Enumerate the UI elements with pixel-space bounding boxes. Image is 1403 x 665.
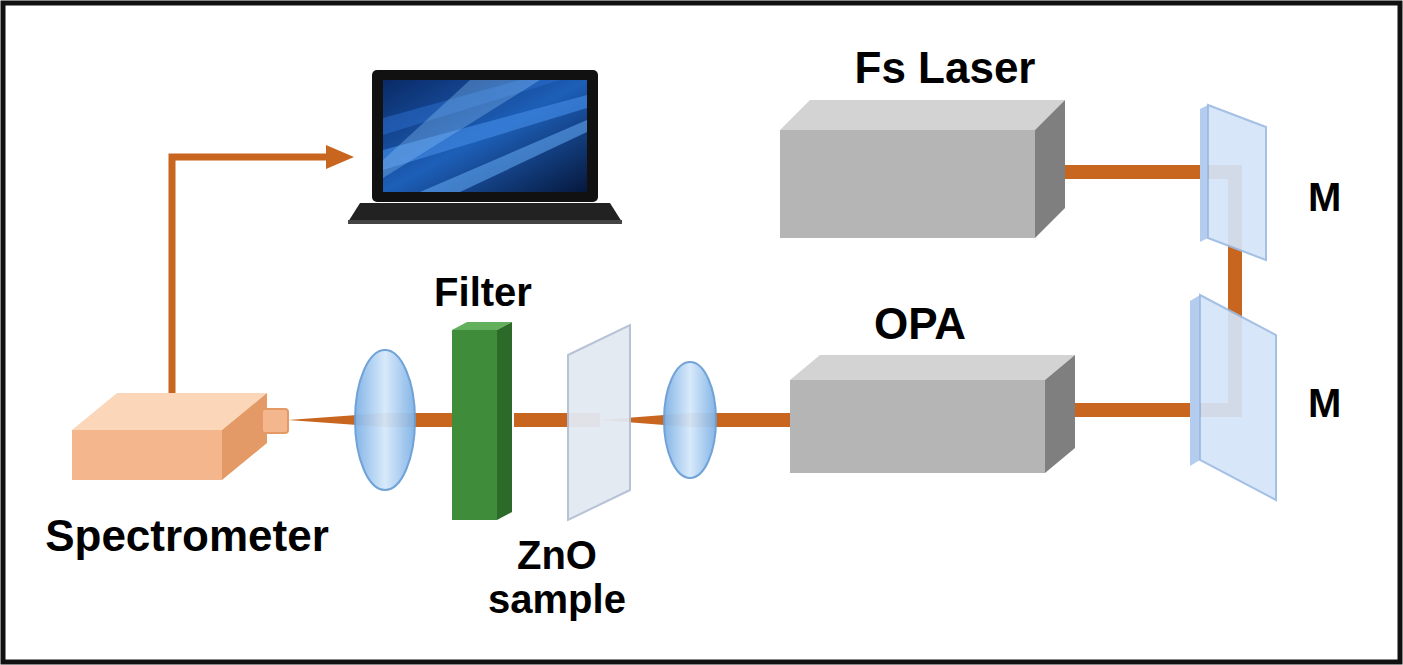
mirror-shape: [1200, 105, 1270, 260]
lens: [664, 362, 716, 478]
lens: [355, 350, 415, 490]
sample-plate-shape: [568, 325, 632, 520]
part-label: Spectrometer: [45, 512, 329, 560]
part-label: Filter: [434, 270, 532, 314]
filter-plate-shape: [452, 322, 514, 520]
opa-box: OPA: [790, 355, 1075, 475]
mirror-shape: [1190, 295, 1280, 500]
sample-plate: ZnO sample: [568, 325, 632, 520]
part-label: M: [1308, 175, 1341, 219]
part-label: ZnO sample: [472, 533, 642, 621]
laser-box-shape: [780, 100, 1065, 240]
laser-box: Fs Laser: [780, 100, 1065, 240]
signal-arrow: [172, 145, 354, 400]
part-label: M: [1308, 381, 1341, 425]
filter-plate: Filter: [452, 322, 514, 520]
frame: [3, 3, 1400, 662]
spectrometer-box-shape: [72, 385, 292, 485]
spectrometer-box: Spectrometer: [72, 385, 292, 485]
laptop-icon: [348, 70, 622, 224]
part-label: OPA: [874, 300, 966, 348]
mirror: M: [1200, 105, 1270, 260]
mirror: M: [1190, 295, 1280, 500]
part-label: Fs Laser: [855, 44, 1036, 92]
opa-box-shape: [790, 355, 1075, 475]
